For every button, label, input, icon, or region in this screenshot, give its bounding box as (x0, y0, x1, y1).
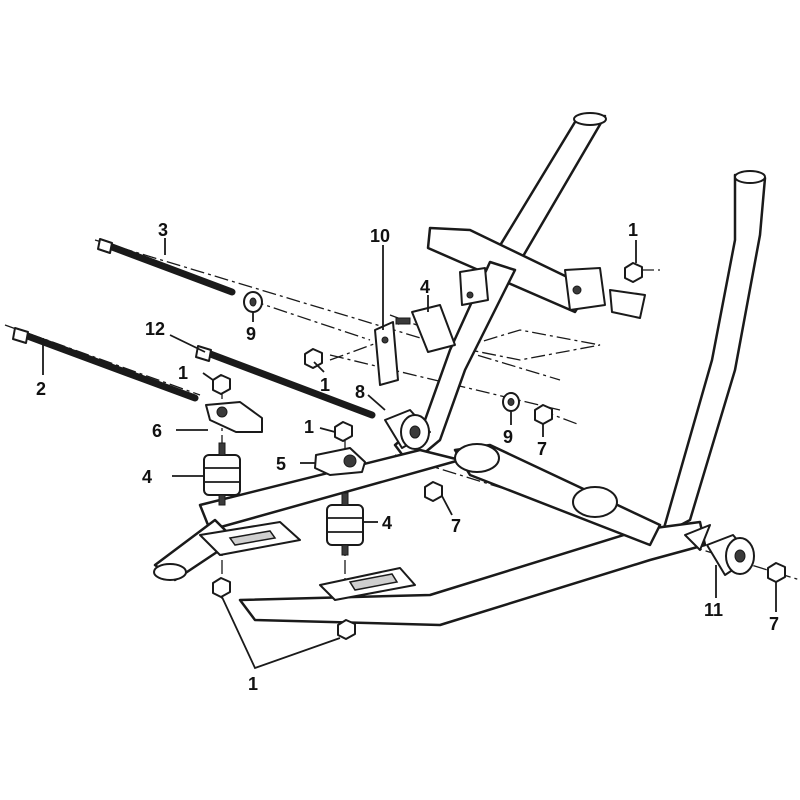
engine-mount-plate-right-slot (348, 573, 399, 591)
nut-7-upper (534, 404, 553, 425)
rubber-mount-4-left (203, 442, 241, 506)
callout-labels: 1 1 1 1 1 2 3 4 4 4 5 6 7 7 7 8 9 9 10 1… (36, 220, 779, 694)
leader-7-middle (441, 495, 453, 516)
rods (12, 238, 376, 419)
upper-mount-bracket-ear (609, 289, 646, 319)
leader-1-left (202, 372, 214, 381)
callout-1-top: 1 (628, 220, 638, 240)
washer-9-upper-hole (249, 297, 257, 307)
nut-1-top-right (624, 262, 643, 283)
callout-9-lower: 9 (503, 427, 513, 447)
frame-brackets (199, 267, 646, 601)
bracket-6 (205, 401, 263, 433)
bracket-5-hole (343, 454, 357, 468)
nut-7-right (767, 562, 786, 583)
upper-mount-bracket-hole (572, 285, 582, 295)
center-line-bracket (389, 314, 601, 361)
leader-12 (169, 334, 206, 353)
callout-8: 8 (355, 382, 365, 402)
bottom-rail (238, 520, 707, 627)
callout-6: 6 (152, 421, 162, 441)
right-upright-tube-end (734, 170, 766, 184)
callout-4-upper: 4 (420, 277, 430, 297)
callout-4-right: 4 (382, 513, 392, 533)
leader-1-mid (313, 361, 325, 373)
callout-4-left: 4 (142, 467, 152, 487)
right-tube-gusset (684, 524, 711, 551)
right-upright-tube (660, 173, 767, 537)
callout-9-upper: 9 (246, 324, 256, 344)
center-line-nut-1-mid (329, 339, 386, 361)
rubber-mounts (203, 304, 456, 556)
engine-mount-plate-left-slot (228, 530, 277, 546)
bolt-3-thread (114, 245, 231, 294)
middle-tube-sleeve-rear (572, 486, 618, 518)
center-line-upper-rod-b (249, 299, 371, 341)
bracket-6-hole (216, 406, 228, 418)
crossbar-tab-hole (466, 291, 474, 299)
bracket-10 (374, 321, 399, 386)
callout-1-mid: 1 (320, 375, 330, 395)
callout-10: 10 (370, 226, 390, 246)
upper-mount-bracket (564, 267, 606, 311)
bolt-3-head (97, 238, 113, 254)
nut-1-bottom-left (212, 577, 231, 598)
nut-1-left (212, 374, 231, 395)
bushing-11-bore (734, 549, 746, 563)
small-brackets (205, 321, 399, 476)
nut-7-middle (424, 481, 443, 502)
nuts (212, 262, 786, 640)
callout-2: 2 (36, 379, 46, 399)
bolt-2-head (12, 327, 29, 344)
rubber-mount-4-upper (395, 304, 456, 353)
middle-tube-sleeve-front (454, 443, 500, 473)
callout-12: 12 (145, 319, 165, 339)
center-line-upper-rod (94, 239, 561, 381)
callout-7-right: 7 (769, 614, 779, 634)
left-curl-tube-end (153, 563, 187, 581)
leader-1-center (319, 427, 336, 433)
nut-1-bottom-right (337, 619, 356, 640)
callout-1-bottom: 1 (248, 674, 258, 694)
frame (153, 112, 767, 627)
bracket-10-hole (381, 336, 389, 344)
washer-9-lower-hole (507, 398, 515, 406)
nut-1-center (334, 421, 353, 442)
bushings (384, 409, 755, 576)
nut-1-mid (304, 348, 323, 369)
left-upright-tube-end (573, 112, 607, 126)
leader-1-bottom (221, 596, 341, 670)
callout-1-center: 1 (304, 417, 314, 437)
callout-5: 5 (276, 454, 286, 474)
crossbar-tab (459, 267, 489, 306)
callout-7-upper: 7 (537, 439, 547, 459)
callout-11: 11 (704, 600, 723, 620)
callout-7-middle: 7 (451, 516, 461, 536)
bracket-5 (314, 447, 366, 476)
bolt-12-thread (214, 353, 371, 417)
leader-8 (367, 394, 386, 411)
callout-leaders (42, 238, 777, 670)
callout-3: 3 (158, 220, 168, 240)
bushing-8-bore (409, 425, 421, 439)
callout-1-left: 1 (178, 363, 188, 383)
rubber-mount-4-right (326, 492, 364, 556)
